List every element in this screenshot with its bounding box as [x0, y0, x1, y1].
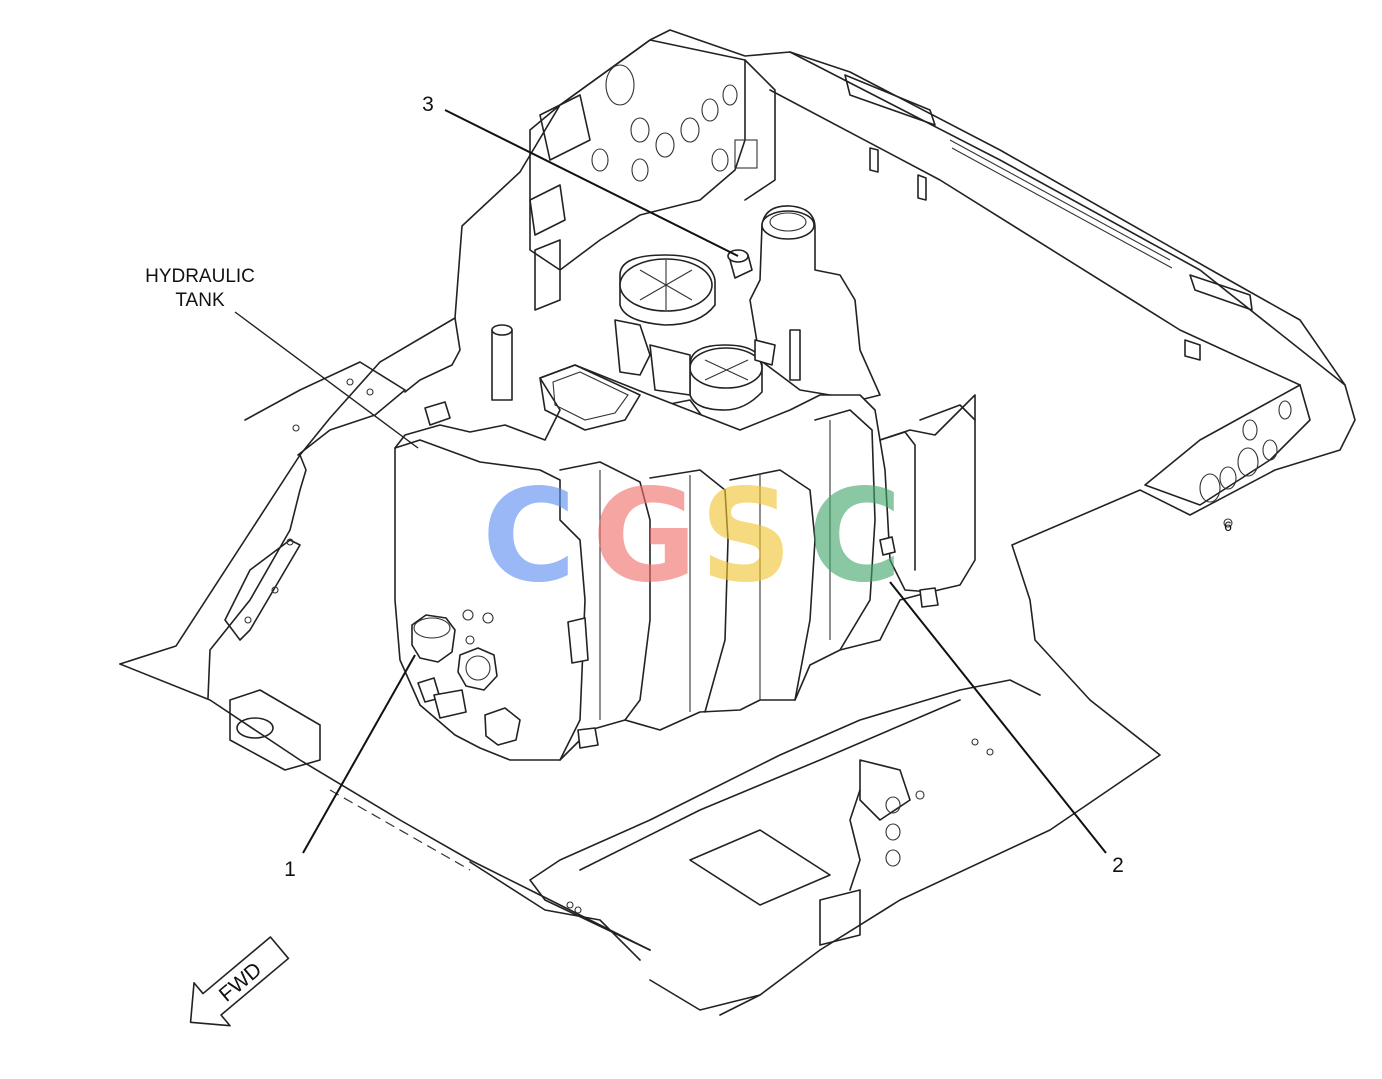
hydraulic-tank [394, 364, 976, 761]
fwd-arrow-icon: FWD [189, 936, 290, 1027]
frame-mark: 6 [1224, 518, 1232, 534]
hydraulic-tank-label-line1: HYDRAULIC [145, 266, 255, 287]
watermark-letter-3: S [700, 462, 793, 611]
callout-2: 2 [1112, 854, 1124, 877]
hydraulic-tank-label-line2: TANK [175, 290, 225, 311]
hydraulic-tank-label: HYDRAULIC TANK [125, 265, 275, 313]
callout-3: 3 [422, 93, 434, 116]
callout-1: 1 [284, 858, 296, 881]
callout-leaders [234, 109, 1107, 854]
watermark-letter-4: C [808, 462, 902, 611]
drain-plug [411, 609, 521, 746]
machine-frame [119, 29, 1356, 1016]
watermark-letter-2: G [592, 462, 698, 611]
watermark-letter-1: C [482, 462, 576, 611]
